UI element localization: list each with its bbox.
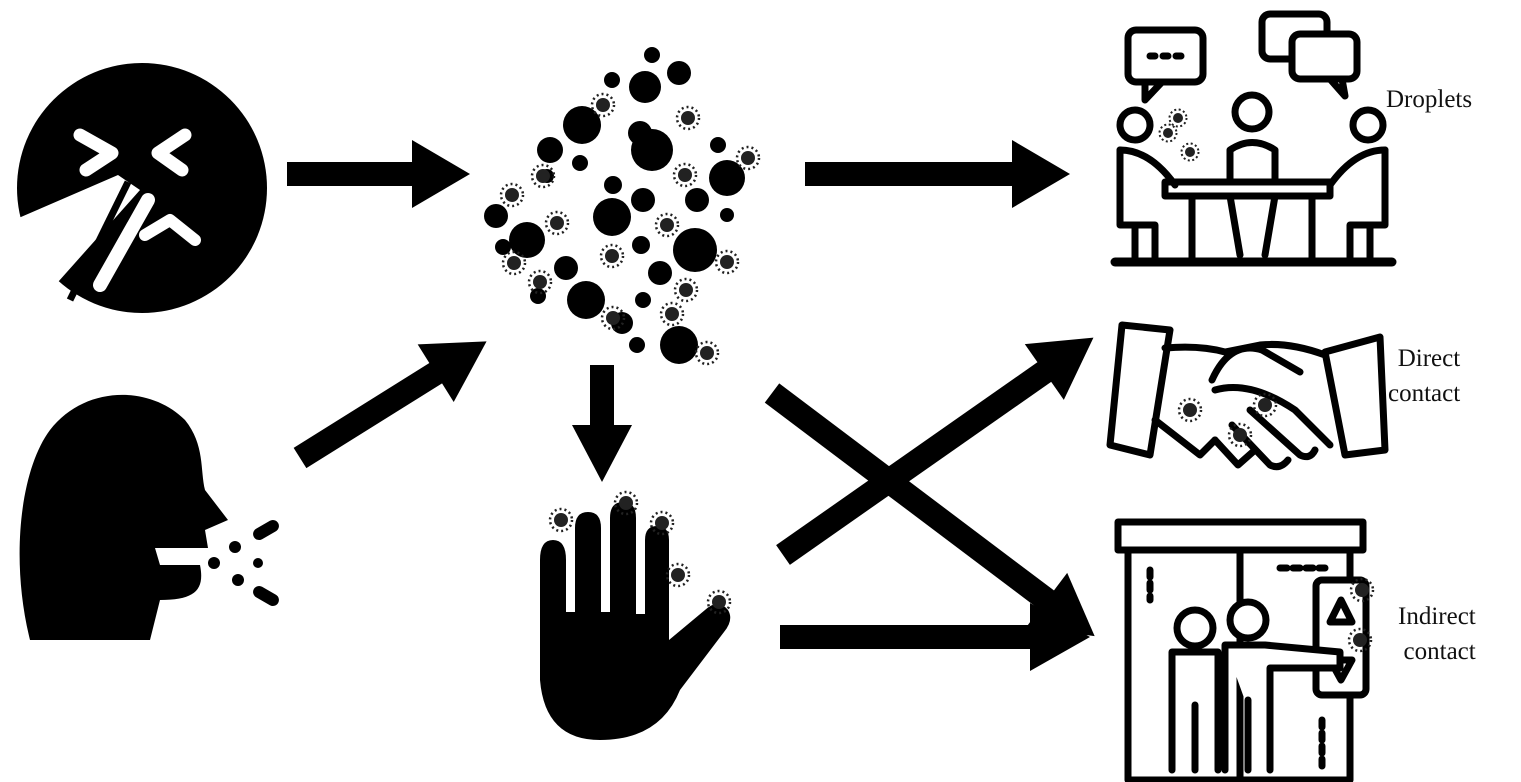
arrow-cloud-to-indirect bbox=[764, 383, 1095, 637]
virus-droplet-cloud-icon bbox=[484, 47, 761, 366]
people-talking-at-table-icon bbox=[1110, 10, 1397, 267]
contaminated-hand-icon bbox=[540, 490, 732, 740]
label-direct-line2: contact bbox=[1388, 379, 1461, 407]
arrow-sneeze-to-cloud bbox=[287, 140, 470, 208]
arrow-cough-to-cloud bbox=[293, 341, 487, 469]
label-indirect-line1: Indirect bbox=[1398, 603, 1476, 630]
arrow-hand-to-direct bbox=[776, 337, 1094, 565]
label-indirect-contact: Indirect contact bbox=[1398, 600, 1476, 669]
coughing-person-icon bbox=[19, 394, 279, 640]
label-direct-line1: Direct bbox=[1397, 345, 1461, 372]
arrows bbox=[287, 140, 1095, 671]
handshake-icon bbox=[1106, 321, 1389, 471]
sneezing-face-icon bbox=[14, 63, 267, 313]
label-droplets-text: Droplets bbox=[1386, 86, 1473, 113]
label-droplets: Droplets bbox=[1386, 83, 1472, 118]
label-direct-contact: Direct contact bbox=[1388, 342, 1460, 411]
arrow-cloud-to-hand bbox=[572, 365, 632, 482]
elevator-button-icon bbox=[1114, 518, 1370, 782]
arrow-cloud-to-droplets bbox=[805, 140, 1070, 208]
arrow-hand-to-indirect bbox=[780, 603, 1090, 671]
label-indirect-line2: contact bbox=[1403, 637, 1476, 665]
